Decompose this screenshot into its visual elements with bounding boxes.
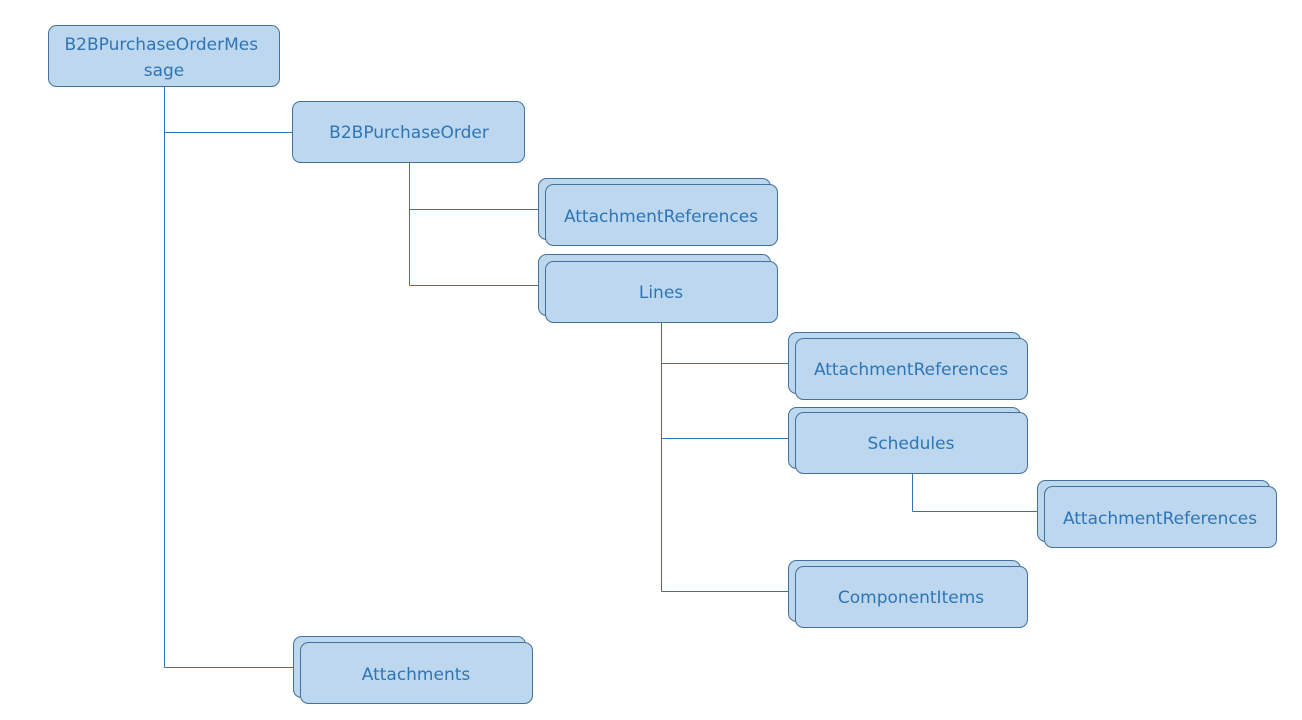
node-lines[interactable]: Lines xyxy=(538,254,778,323)
node-line-attachment-references[interactable]: AttachmentReferences xyxy=(788,332,1028,400)
node-label: AttachmentReferences xyxy=(814,360,1008,380)
nodes: B2BPurchaseOrderMes sage B2BPurchaseOrde… xyxy=(48,25,1277,704)
node-label: B2BPurchaseOrderMes sage xyxy=(64,35,263,81)
node-b2b-purchase-order[interactable]: B2BPurchaseOrder xyxy=(292,101,525,163)
node-box xyxy=(292,101,525,163)
node-box xyxy=(545,184,778,246)
node-label: Attachments xyxy=(362,665,471,685)
node-box xyxy=(300,642,533,704)
node-box xyxy=(795,338,1028,400)
node-label-line-2: sage xyxy=(144,61,185,81)
node-label: ComponentItems xyxy=(838,588,984,608)
node-label-line-1: B2BPurchaseOrderMes xyxy=(64,35,258,55)
node-label: Schedules xyxy=(868,434,955,454)
node-box xyxy=(48,25,280,87)
connectors xyxy=(164,87,1037,668)
node-attachments[interactable]: Attachments xyxy=(293,636,533,704)
node-box xyxy=(795,566,1028,628)
node-label: B2BPurchaseOrder xyxy=(329,123,489,143)
node-label: AttachmentReferences xyxy=(1063,509,1257,529)
node-component-items[interactable]: ComponentItems xyxy=(788,560,1028,628)
node-label: Lines xyxy=(639,283,683,303)
node-box xyxy=(1044,486,1277,548)
node-schedules[interactable]: Schedules xyxy=(788,407,1028,474)
node-box xyxy=(795,412,1028,474)
node-b2b-purchase-order-message[interactable]: B2BPurchaseOrderMes sage xyxy=(48,25,280,87)
node-label: AttachmentReferences xyxy=(564,207,758,227)
node-box xyxy=(545,261,778,323)
node-schedule-attachment-references[interactable]: AttachmentReferences xyxy=(1037,480,1277,548)
node-po-attachment-references[interactable]: AttachmentReferences xyxy=(538,178,778,246)
